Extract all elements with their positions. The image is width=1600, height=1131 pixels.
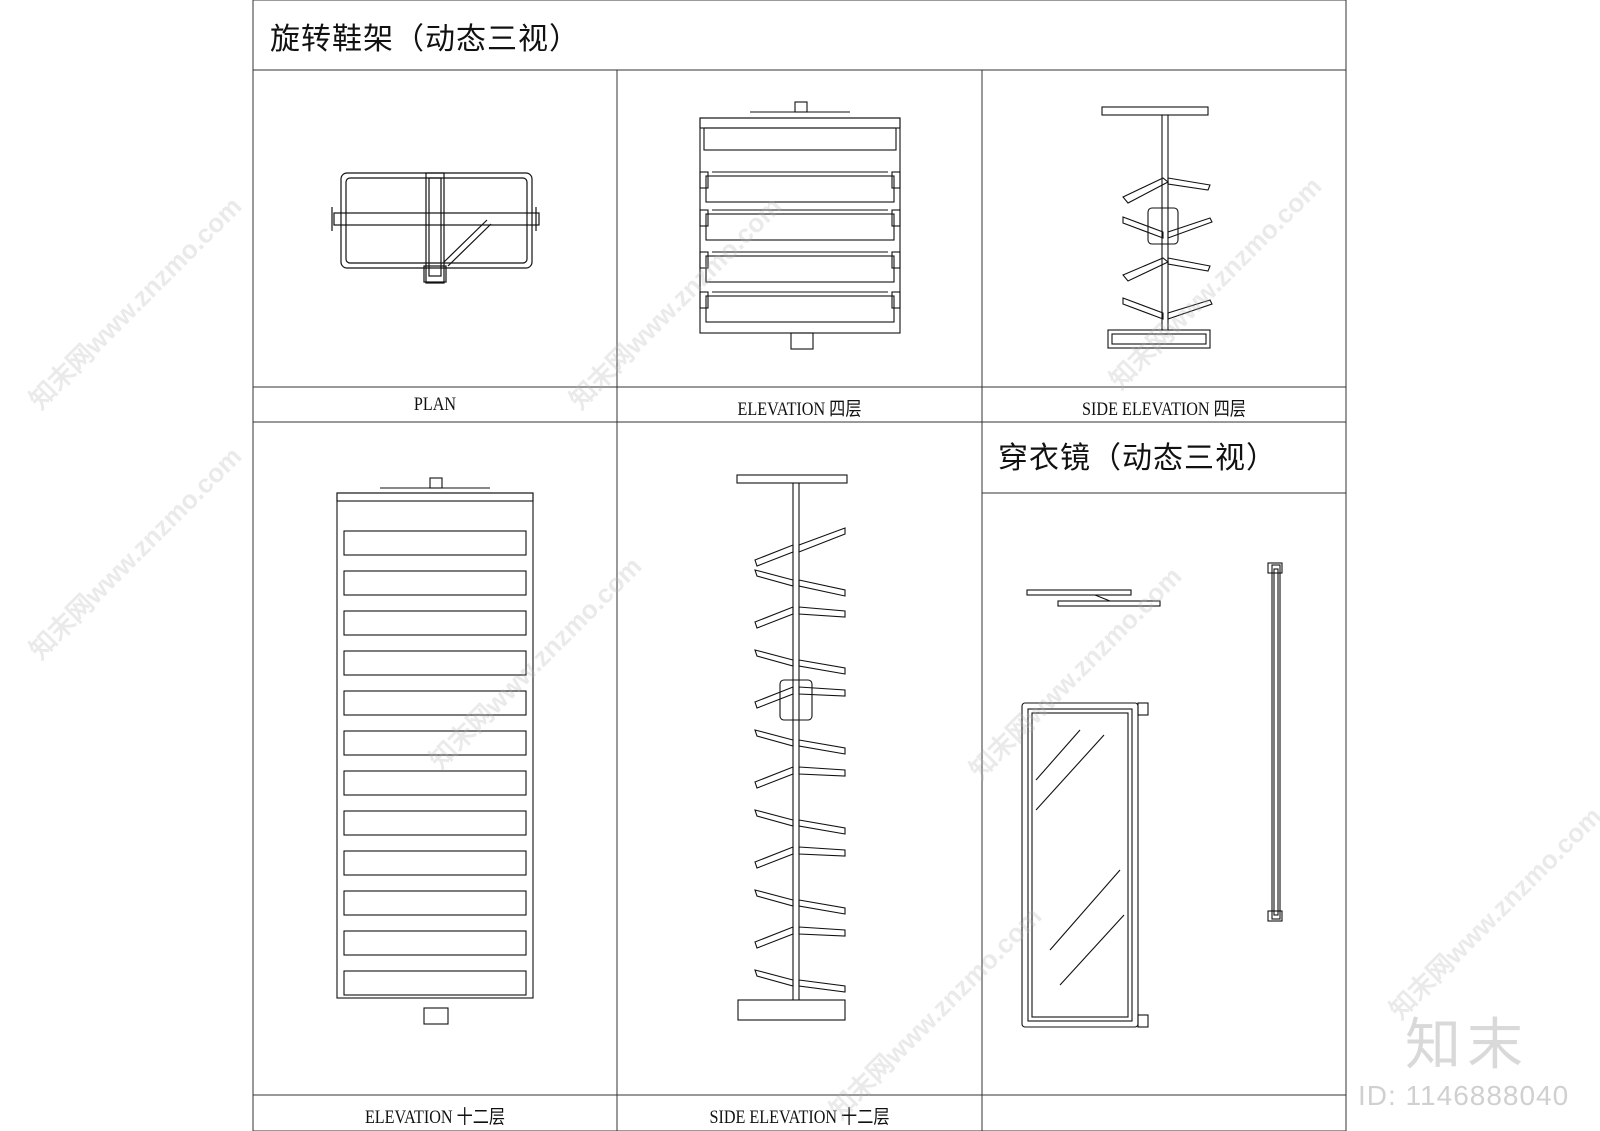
- caption-side-elevation-4: SIDE ELEVATION 四层: [1082, 399, 1246, 420]
- brand-logo: 知末: [1405, 1013, 1529, 1078]
- brand-id: ID: 1146888040: [1358, 1080, 1570, 1111]
- elevation-4-drawing: [699, 101, 901, 350]
- caption-plan: PLAN: [413, 394, 457, 415]
- shoe-rack-title: 旋转鞋架（动态三视）: [270, 22, 580, 57]
- elevation-12-drawing: [336, 477, 534, 1025]
- mirror-drawings: [1021, 562, 1283, 1028]
- caption-elevation-12: ELEVATION 十二层: [364, 1107, 506, 1128]
- side-elevation-12-drawing: [736, 474, 848, 1021]
- side-elevation-4-drawing: [1101, 106, 1213, 349]
- frame-grid: [252, 0, 1347, 1131]
- plan-drawing: [331, 172, 540, 284]
- caption-side-elevation-12: SIDE ELEVATION 十二层: [709, 1107, 890, 1128]
- caption-elevation-4: ELEVATION 四层: [737, 399, 862, 420]
- mirror-title: 穿衣镜（动态三视）: [998, 441, 1277, 476]
